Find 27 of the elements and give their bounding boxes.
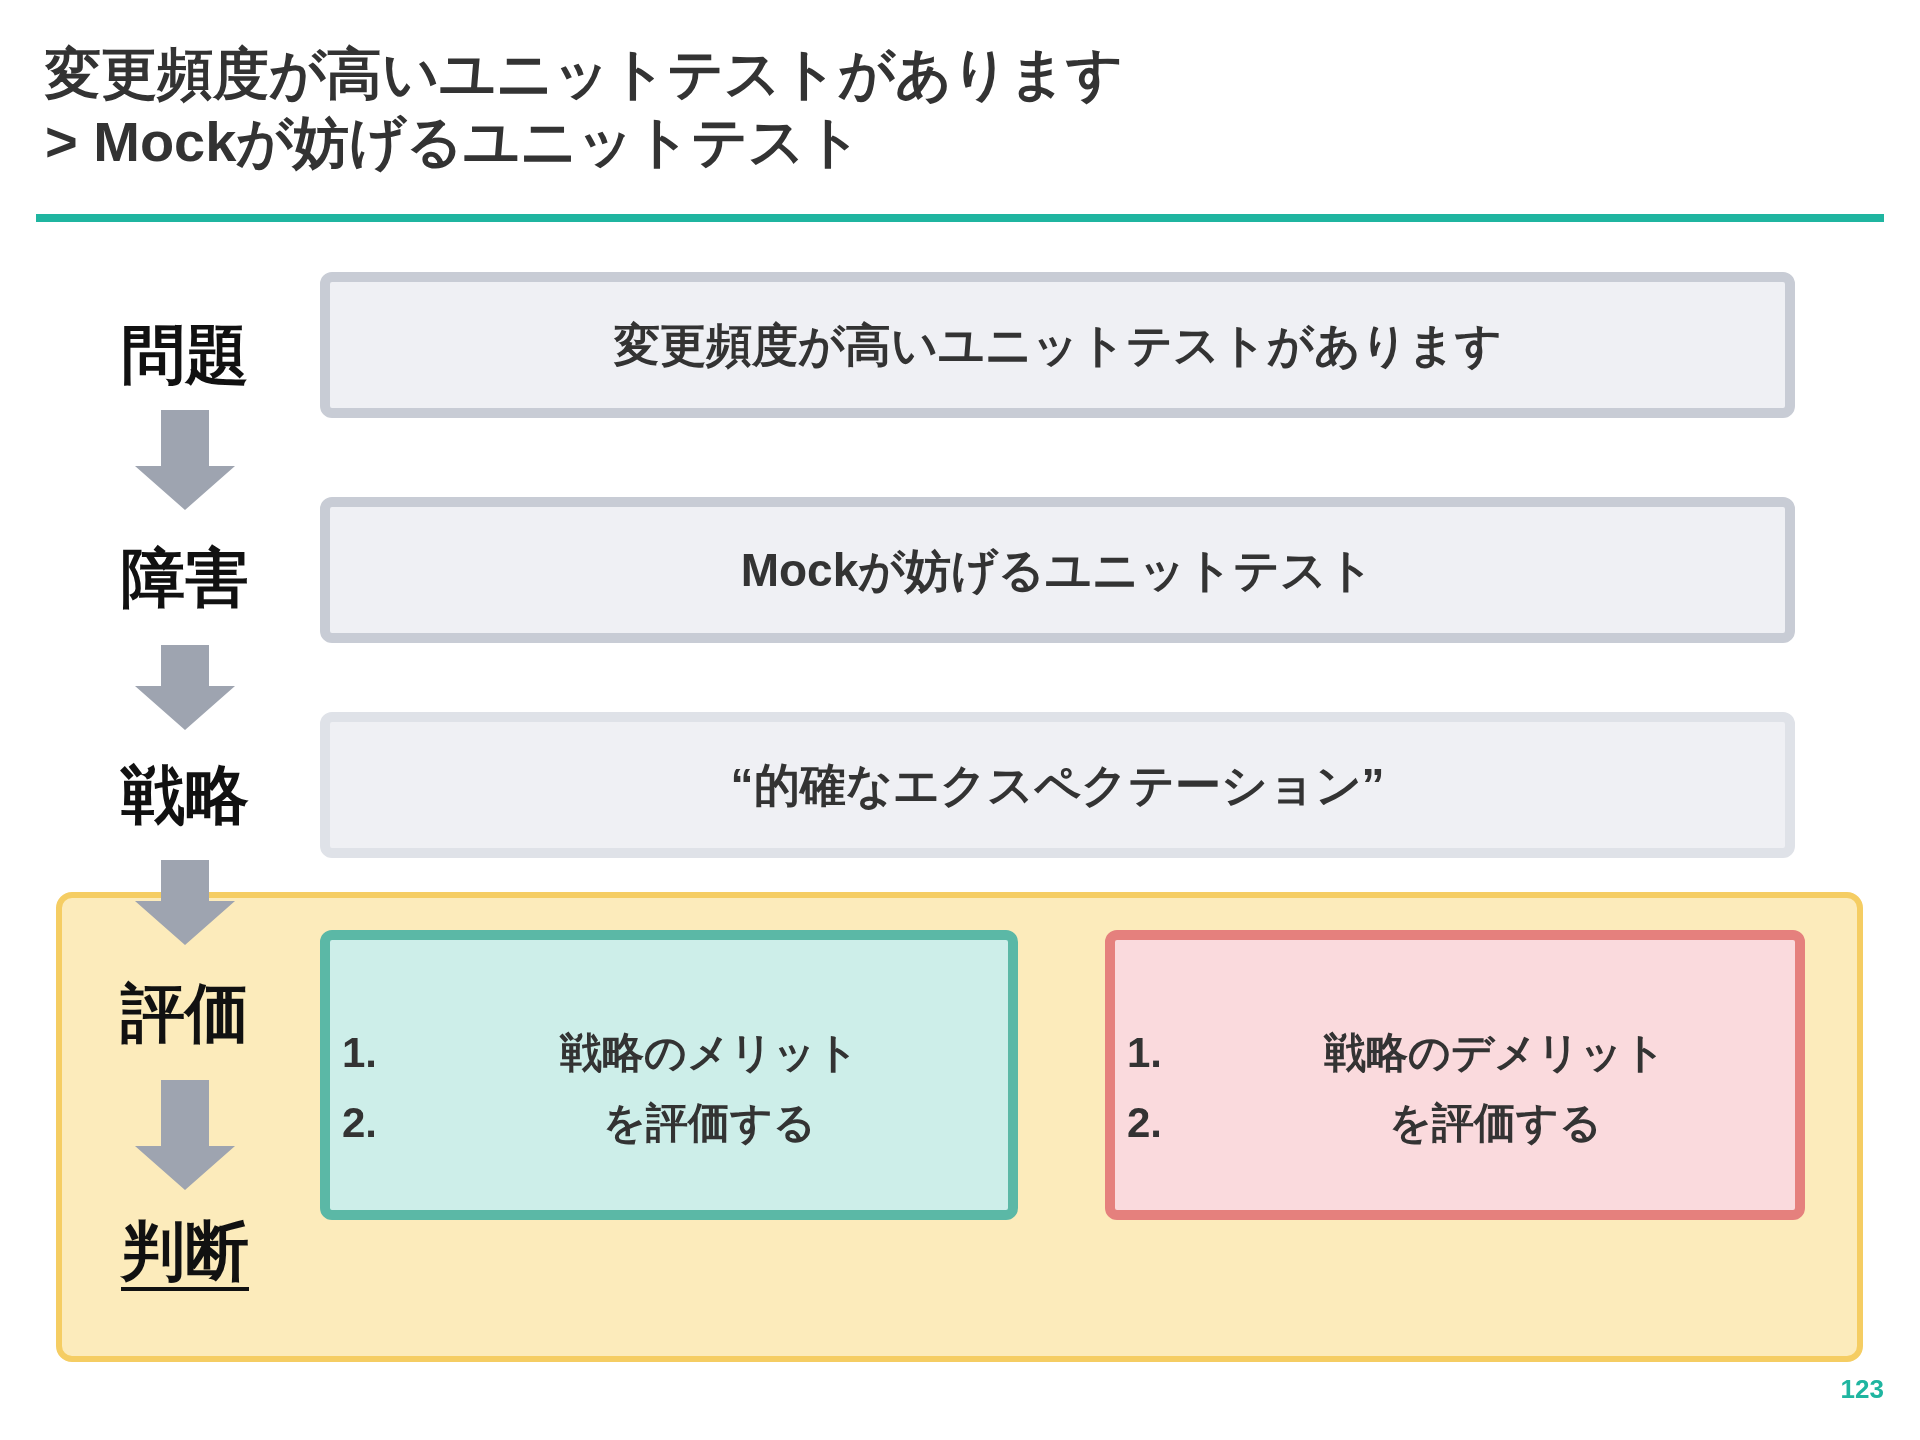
statement-text: Mockが妨げるユニットテスト xyxy=(740,542,1375,598)
stage-label-text: 判断 xyxy=(121,1219,249,1291)
stage-label-text: 戦略 xyxy=(121,763,249,827)
down-arrow xyxy=(135,860,235,945)
evaluation-band xyxy=(56,892,1863,1362)
statement-box xyxy=(320,497,1795,643)
stage-label-text: 評価 xyxy=(121,980,249,1045)
list-number: 2. xyxy=(1127,1098,1163,1148)
page-number: 123 xyxy=(1840,1373,1884,1406)
statement-box xyxy=(320,272,1795,418)
evaluation-text: 戦略のメリットを評価する xyxy=(559,1028,859,1148)
demerit-box xyxy=(1105,930,1805,1220)
list-number: 1. xyxy=(1127,1028,1163,1078)
slide-subtitle: > Mockが妨げるユニットテスト xyxy=(45,109,864,175)
stage-label-text: 問題 xyxy=(121,323,249,387)
list-number: 2. xyxy=(342,1098,378,1148)
down-arrow xyxy=(135,645,235,730)
slide-title: 変更頻度が高いユニットテストがあります xyxy=(45,41,1123,107)
statement-box xyxy=(320,712,1795,858)
down-arrow xyxy=(135,1080,235,1190)
statement-text: 変更頻度が高いユニットテストがあります xyxy=(613,317,1502,373)
statement-text: “的確なエクスペクテーション” xyxy=(730,757,1385,813)
down-arrow xyxy=(135,410,235,510)
evaluation-text: 戦略のデメリットを評価する xyxy=(1322,1028,1667,1148)
merit-box xyxy=(320,930,1018,1220)
stage-label-text: 障害 xyxy=(121,545,249,610)
list-number: 1. xyxy=(342,1028,378,1078)
